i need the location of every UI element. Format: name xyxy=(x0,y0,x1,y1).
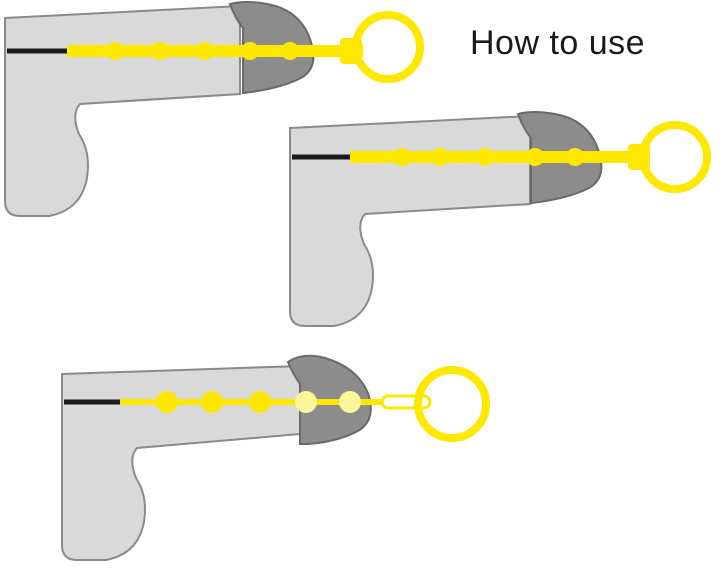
step-1-body xyxy=(4,4,241,217)
step-2-figure xyxy=(289,111,711,327)
step-1-figure xyxy=(4,1,424,217)
step-3-figure xyxy=(61,354,490,561)
step-3-body xyxy=(61,364,301,561)
step-3-device xyxy=(120,366,490,442)
step-1-ring-icon xyxy=(352,11,424,83)
step-3-ring-icon xyxy=(414,366,490,442)
step-1-device xyxy=(67,11,424,83)
step-2-ring-icon xyxy=(639,121,711,193)
diagram-title: How to use xyxy=(470,24,646,62)
step-2-body xyxy=(289,114,531,327)
step-2-device xyxy=(350,121,711,193)
